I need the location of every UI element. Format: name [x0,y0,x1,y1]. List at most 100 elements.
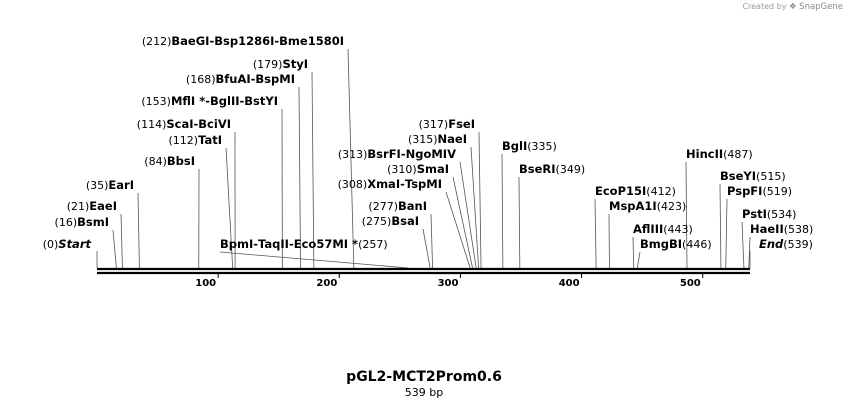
site-line [459,161,477,269]
site-position: (423) [657,200,687,213]
site-line [347,48,355,269]
site-label-eaei[interactable]: (21)EaeI [67,199,117,213]
site-label-scai[interactable]: (114)ScaI - BciVI [137,117,231,131]
site-label-mspa1i[interactable]: MspA1I (423) [609,199,686,213]
site-label-bsmi[interactable]: (16)BsmI [55,215,109,229]
enzyme-name: - [253,237,258,251]
site-line [137,192,140,269]
site-position: (112) [169,134,199,147]
site-label-pspfi[interactable]: PspFI (519) [727,184,792,198]
site-position: (446) [682,238,712,251]
site-label-bbsi[interactable]: (84)BbsI [144,154,195,168]
enzyme-name: - [289,237,294,251]
enzyme-name: FseI [448,117,475,131]
tick-label: 500 [680,278,701,289]
site-label-haeii[interactable]: HaeII (538) [750,222,813,236]
site-label-bgli[interactable]: BglI (335) [502,139,557,153]
site-label-bmgbi[interactable]: BmgBI (446) [640,237,712,251]
enzyme-name: BpmI [220,237,253,251]
enzyme-name: BspMI [255,72,295,86]
enzyme-name: BglI [502,139,527,153]
sequence-bar [97,267,750,275]
site-label-bsai[interactable]: (275)BsaI [362,214,419,228]
site-line [725,198,728,269]
site-label-afliii[interactable]: AflIII (443) [633,222,693,236]
site-label-bseyi[interactable]: BseYI (515) [720,169,786,183]
site-line [741,221,745,269]
site-position: (84) [144,155,167,168]
enzyme-name: PstI [742,207,767,221]
site-position: (35) [86,179,109,192]
enzyme-name: ScaI [166,117,193,131]
site-label-hincii[interactable]: HincII (487) [686,147,753,161]
site-label-fsei[interactable]: (317)FseI [419,117,475,131]
site-line [112,229,117,269]
credit-brand: SnapGene [799,2,843,12]
enzyme-name: TspMI [405,177,442,191]
site-lines [96,48,751,269]
site-position: (21) [67,200,90,213]
site-line [748,236,751,269]
site-label-end[interactable]: End (539) [759,237,813,251]
site-label-baegi[interactable]: (212)BaeGI - Bsp1286I - Bme1580I [142,34,344,48]
snapgene-logo-icon: ❖ [789,2,797,12]
site-label-ecop15i[interactable]: EcoP15I (412) [595,184,676,198]
enzyme-name: BsaI [391,214,419,228]
enzyme-name: MflI * [171,94,205,108]
site-position: (487) [723,148,753,161]
enzyme-name: BaeGI [171,34,209,48]
enzyme-name: EarI [108,178,134,192]
site-label-bfuai[interactable]: (168)BfuAI - BspMI [186,72,295,86]
site-position: (335) [527,140,557,153]
enzyme-name: StyI [282,57,308,71]
site-label-bani[interactable]: (277)BanI [368,199,427,213]
site-position: (519) [762,185,792,198]
site-label-smai[interactable]: (310)SmaI [387,162,449,176]
site-position: (114) [137,118,167,131]
tick-label: 200 [316,278,337,289]
site-line [422,228,431,269]
site-position: (313) [338,148,368,161]
site-label-styi[interactable]: (179)StyI [253,57,308,71]
site-label-xmai[interactable]: (308)XmaI - TspMI [338,177,442,191]
site-position: (0) [43,238,59,251]
site-label-psti[interactable]: PstI (534) [742,207,796,221]
site-line [298,86,301,269]
site-position: (538) [784,223,814,236]
plasmid-title: pGL2-MCT2Prom0.6 [346,369,502,385]
enzyme-name: TatI [198,133,222,147]
site-line [430,213,433,269]
enzyme-name: BbsI [167,154,195,168]
site-position: (443) [663,223,693,236]
enzyme-name: BanI [398,199,427,213]
site-label-eari[interactable]: (35)EarI [86,178,134,192]
enzyme-name: - [401,147,406,161]
site-position: (412) [646,185,676,198]
site-position: (349) [556,163,586,176]
enzyme-name: TaqII [258,237,289,251]
site-label-mfli[interactable]: (153)MflI * - BglII - BstYI [141,94,278,108]
site-position: (179) [253,58,283,71]
site-label-naei[interactable]: (315)NaeI [408,132,467,146]
enzyme-name: EcoP15I [595,184,646,198]
site-line [685,161,688,269]
site-position: (317) [419,118,449,131]
site-label-bpmi[interactable]: BpmI - TaqII - Eco57MI * (257) [220,237,388,251]
enzyme-name: BseRI [519,162,556,176]
site-position: (275) [362,215,392,228]
site-label-tati[interactable]: (112)TatI [169,133,223,147]
site-position: (539) [783,238,813,251]
site-position: (168) [186,73,216,86]
enzyme-name: - [194,117,199,131]
site-line [594,198,597,269]
site-line [719,183,722,269]
tick-label: 100 [195,278,216,289]
enzyme-name: PspFI [727,184,762,198]
site-label-start[interactable]: (0)Start [43,237,92,251]
site-label-bseri[interactable]: BseRI (349) [519,162,585,176]
site-line [478,131,482,269]
site-label-bsrfi[interactable]: (313)BsrFI - NgoMIV [338,147,456,161]
enzyme-name: SmaI [417,162,449,176]
enzyme-name: HaeII [750,222,784,236]
